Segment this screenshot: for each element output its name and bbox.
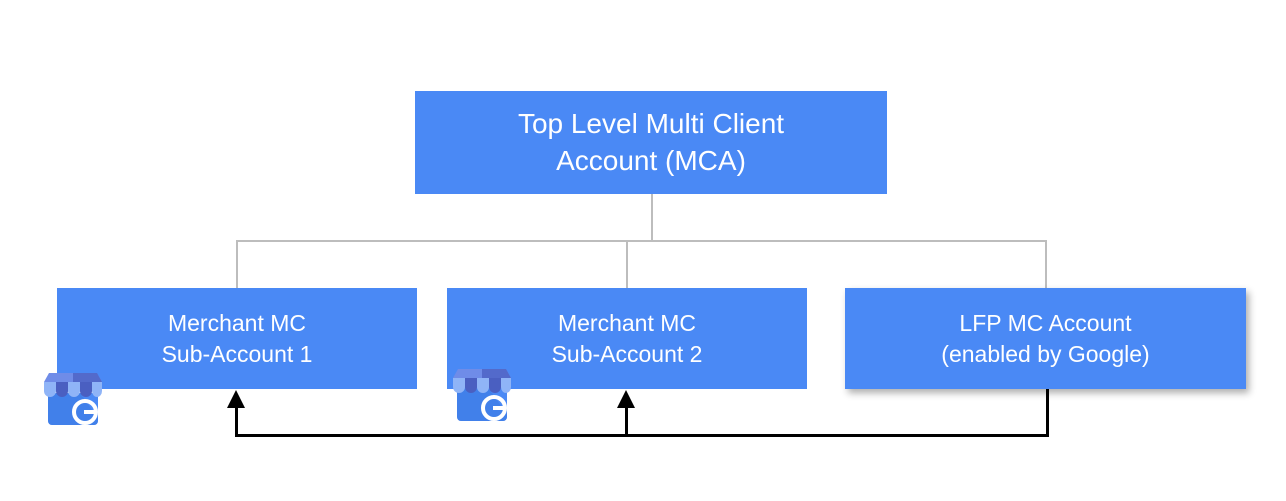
google-my-business-storefront-icon — [41, 366, 105, 430]
feedback-riser-to-sub-account-2 — [625, 404, 628, 437]
feedback-riser-from-lfp — [1046, 389, 1049, 437]
node-lfp-mc-account[interactable]: LFP MC Account (enabled by Google) — [845, 288, 1246, 389]
node-merchant-mc-sub-account-1[interactable]: Merchant MC Sub-Account 1 — [57, 288, 417, 389]
feedback-horizontal-bus — [235, 434, 1049, 437]
connector-horizontal-bus — [236, 240, 1047, 242]
node-merchant-mc-sub-account-2-label: Merchant MC Sub-Account 2 — [551, 310, 703, 367]
node-top-level-mca[interactable]: Top Level Multi Client Account (MCA) — [415, 91, 887, 194]
connector-drop-to-lfp-account — [1045, 240, 1047, 289]
node-top-level-mca-label: Top Level Multi Client Account (MCA) — [517, 107, 785, 176]
connector-drop-to-sub-account-1 — [236, 240, 238, 289]
feedback-arrowhead-sub-account-1 — [227, 390, 245, 408]
google-g-glyph — [481, 395, 507, 421]
feedback-riser-to-sub-account-1 — [235, 404, 238, 437]
connector-drop-to-sub-account-2 — [626, 240, 628, 289]
node-lfp-mc-account-label: LFP MC Account (enabled by Google) — [941, 310, 1150, 367]
node-merchant-mc-sub-account-1-label: Merchant MC Sub-Account 1 — [161, 310, 313, 367]
feedback-arrowhead-sub-account-2 — [617, 390, 635, 408]
google-my-business-storefront-icon — [450, 362, 514, 426]
connector-mca-stem — [651, 194, 653, 242]
google-g-glyph — [72, 399, 98, 425]
